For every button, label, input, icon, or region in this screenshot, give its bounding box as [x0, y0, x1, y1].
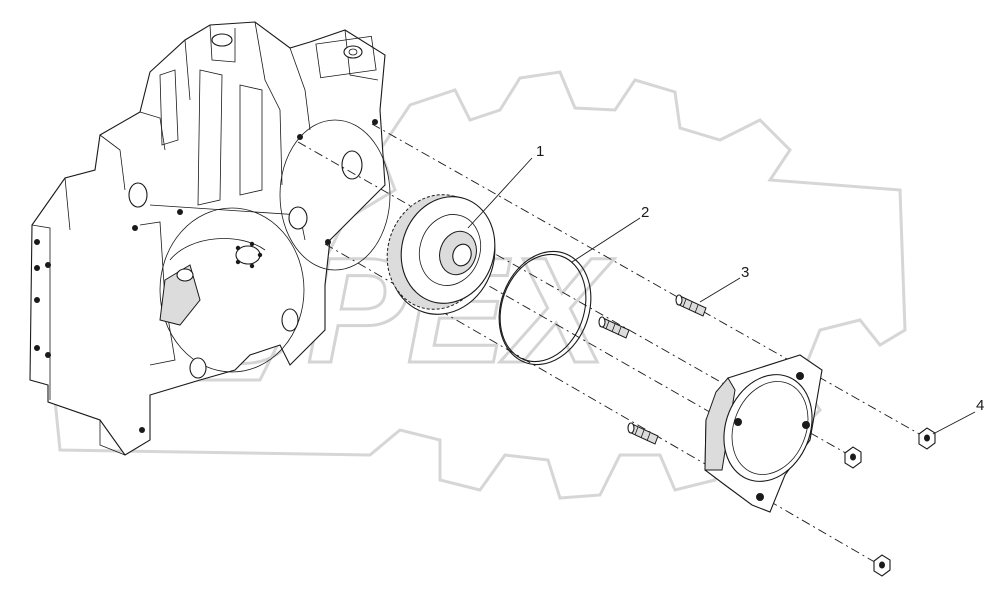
- nut-1: [918, 427, 936, 450]
- stud-2: [598, 316, 630, 339]
- callout-3: 3: [699, 264, 749, 303]
- stud-1: [675, 294, 707, 317]
- callout-label-4: 4: [976, 397, 984, 414]
- callout-label-2: 2: [641, 204, 649, 221]
- callout-2: 2: [571, 204, 649, 263]
- housing-outline: [29, 21, 386, 456]
- callout-1: 1: [467, 143, 544, 229]
- stud-3: [627, 422, 659, 445]
- nut-3: [873, 554, 891, 577]
- nut-2: [844, 446, 862, 469]
- timing-case-housing: [29, 21, 391, 456]
- callout-4: 4: [932, 397, 984, 435]
- callout-label-1: 1: [536, 143, 544, 160]
- idler-gear: [386, 194, 496, 315]
- callout-label-3: 3: [741, 264, 749, 281]
- cover-plate: [704, 354, 823, 513]
- o-ring: [498, 250, 592, 366]
